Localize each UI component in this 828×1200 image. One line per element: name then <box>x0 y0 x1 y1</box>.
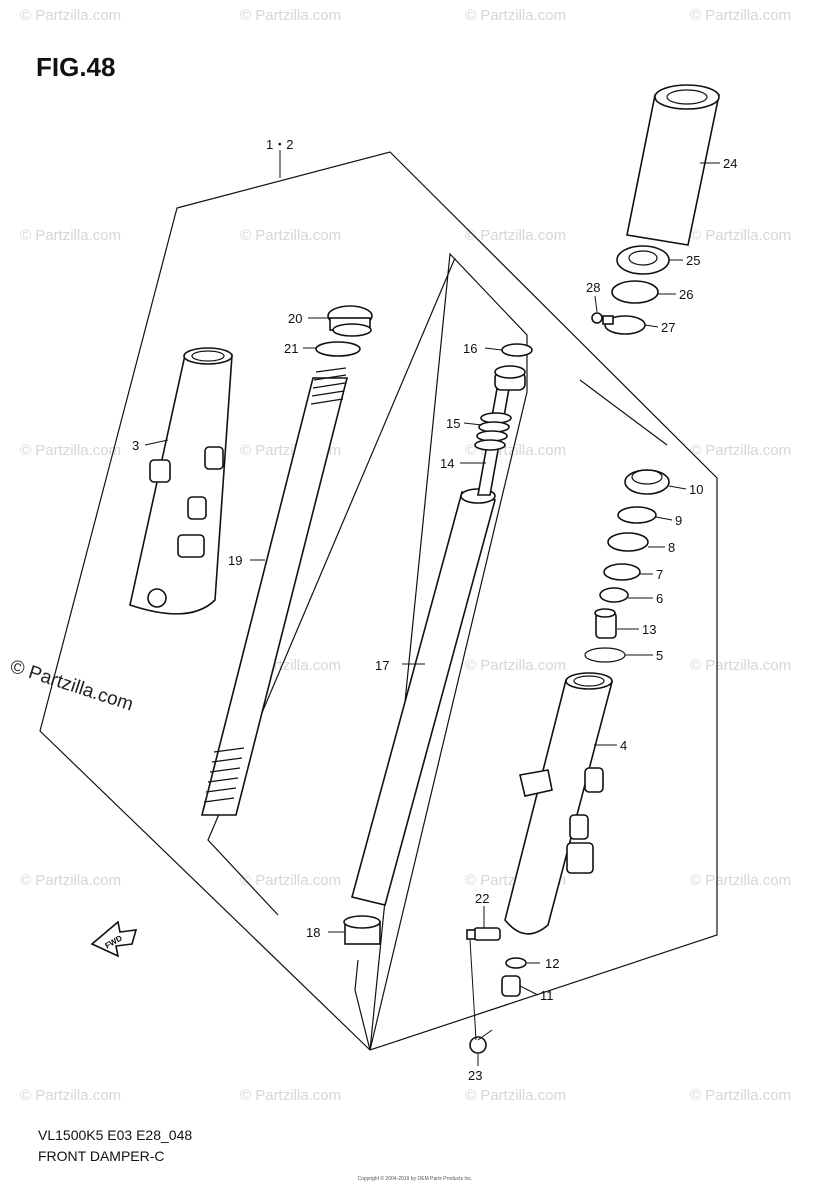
callout-25: 25 <box>686 253 700 268</box>
oil-lock-piece <box>343 915 381 945</box>
outer-tube-right <box>504 672 614 935</box>
figure-title: FIG.48 <box>36 52 116 82</box>
watermark-text: © Partzilla.com <box>465 657 566 674</box>
callout-15: 15 <box>446 416 460 431</box>
rebound-spring <box>474 412 512 451</box>
callout-8: 8 <box>668 540 675 555</box>
cover-nut <box>616 245 670 275</box>
watermark-text: © Partzilla.com <box>465 7 566 24</box>
watermark-text: © Partzilla.com <box>240 872 341 889</box>
sealing-washer <box>505 957 527 969</box>
callout-1-2: 1・2 <box>266 137 293 152</box>
callout-24: 24 <box>723 156 737 171</box>
callout-3: 3 <box>132 438 139 453</box>
callout-27: 27 <box>661 320 675 335</box>
callout-labels: 1・2 3 4 5 6 7 8 9 10 11 12 13 14 15 16 1… <box>132 137 737 1083</box>
callout-14: 14 <box>440 456 454 471</box>
watermark-text: © Partzilla.com <box>465 227 566 244</box>
callout-7: 7 <box>656 567 663 582</box>
callout-26: 26 <box>679 287 693 302</box>
inner-outline-bottom <box>354 959 371 1051</box>
callout-5: 5 <box>656 648 663 663</box>
watermark-text: © Partzilla.com <box>240 7 341 24</box>
callout-6: 6 <box>656 591 663 606</box>
callout-18: 18 <box>306 925 320 940</box>
callout-20: 20 <box>288 311 302 326</box>
inner-outline-right <box>579 379 668 446</box>
watermark-text: © Partzilla.com <box>240 227 341 244</box>
watermark-text: © Partzilla.com <box>240 1087 341 1104</box>
callout-19: 19 <box>228 553 242 568</box>
watermark-text: © Partzilla.com <box>690 1087 791 1104</box>
callout-11: 11 <box>540 988 554 1003</box>
callout-28: 28 <box>586 280 600 295</box>
figure-name: FRONT DAMPER-C <box>38 1148 165 1164</box>
clamp-screw <box>591 312 603 324</box>
watermark-text: © Partzilla.com <box>690 872 791 889</box>
o-ring <box>315 341 361 357</box>
watermark-grid: © Partzilla.com © Partzilla.com © Partzi… <box>20 7 791 1104</box>
damper-tube <box>351 488 496 906</box>
callout-10: 10 <box>689 482 703 497</box>
callout-4: 4 <box>620 738 627 753</box>
callout-23: 23 <box>468 1068 482 1083</box>
watermark-text: © Partzilla.com <box>20 872 121 889</box>
model-code: VL1500K5 E03 E28_048 <box>38 1127 193 1143</box>
callout-9: 9 <box>675 513 682 528</box>
copyright-notice: Copyright © 2004-2019 by OEM Parts Produ… <box>357 1176 473 1182</box>
cap-bolt <box>327 305 373 337</box>
watermark-text: © Partzilla.com <box>690 442 791 459</box>
inner-tube-spring <box>200 367 349 816</box>
fork-cover <box>626 84 720 246</box>
callout-16: 16 <box>463 341 477 356</box>
piston-ring <box>501 343 533 357</box>
oil-seal-stack <box>584 469 670 663</box>
assembly-outline <box>39 151 718 1051</box>
watermark-text: © Partzilla.com <box>690 7 791 24</box>
leader-lines <box>144 150 720 1066</box>
watermark-text: © Partzilla.com <box>20 227 121 244</box>
drain-bolt <box>466 927 501 941</box>
watermark-text: © Partzilla.com <box>20 7 121 24</box>
watermark-text: © Partzilla.com <box>20 442 121 459</box>
watermark-text: © Partzilla.com <box>20 1087 121 1104</box>
watermark-text: © Partzilla.com <box>690 227 791 244</box>
watermark-text: © Partzilla.com <box>690 657 791 674</box>
rubber-cap <box>469 1036 487 1054</box>
hose-clamp <box>602 315 646 335</box>
callout-12: 12 <box>545 956 559 971</box>
allen-bolt <box>501 975 521 997</box>
inner-outline-left <box>207 257 456 916</box>
callout-22: 22 <box>475 891 489 906</box>
callout-13: 13 <box>642 622 656 637</box>
piston <box>494 365 526 391</box>
outer-tube-left <box>129 347 233 615</box>
watermark-text: © Partzilla.com <box>465 1087 566 1104</box>
fwd-arrow-icon: FWD <box>90 920 138 958</box>
callout-21: 21 <box>284 341 298 356</box>
cover-washer <box>611 280 659 304</box>
callout-17: 17 <box>375 658 389 673</box>
